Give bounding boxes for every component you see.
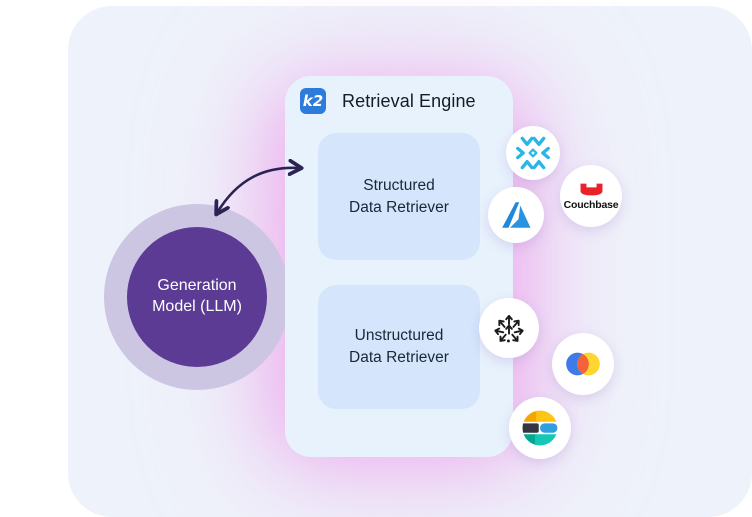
- retrieval-engine-card: k2 Retrieval Engine Structured Data Retr…: [285, 76, 513, 457]
- structured-data-retriever-box: Structured Data Retriever: [318, 133, 480, 260]
- couchbase-icon: [580, 183, 602, 196]
- couchbase-label: Couchbase: [563, 199, 619, 211]
- structured-retriever-label-line2: Data Retriever: [349, 198, 449, 216]
- snowflake-icon: [516, 136, 550, 170]
- elastic-badge: [509, 397, 571, 459]
- azure-icon: [502, 202, 531, 228]
- generation-model-circle: Generation Model (LLM): [127, 227, 267, 367]
- pinecone-icon: [493, 314, 525, 344]
- generation-model-label-line2: Model (LLM): [152, 298, 242, 315]
- generation-model-label-line1: Generation: [157, 277, 237, 295]
- generation-model-ring: Generation Model (LLM): [104, 204, 290, 390]
- bidirectional-arrow: [200, 150, 315, 225]
- unstructured-retriever-label-line2: Data Retriever: [349, 349, 449, 366]
- elastic-icon: [522, 410, 558, 446]
- snowflake-badge: [506, 126, 560, 180]
- unstructured-retriever-label-line1: Unstructured: [354, 327, 444, 345]
- chroma-icon: [566, 352, 600, 376]
- unstructured-data-retriever-box: Unstructured Data Retriever: [318, 285, 480, 409]
- pinecone-badge: [479, 298, 539, 358]
- k2view-logo-icon: k2: [300, 88, 326, 114]
- structured-retriever-label-line1: Structured: [363, 176, 435, 194]
- retrieval-engine-title: Retrieval Engine: [342, 90, 476, 111]
- retrieval-engine-header: k2 Retrieval Engine: [300, 88, 476, 114]
- chroma-badge: [552, 333, 614, 395]
- azure-badge: [488, 187, 544, 243]
- couchbase-badge: Couchbase: [560, 165, 622, 227]
